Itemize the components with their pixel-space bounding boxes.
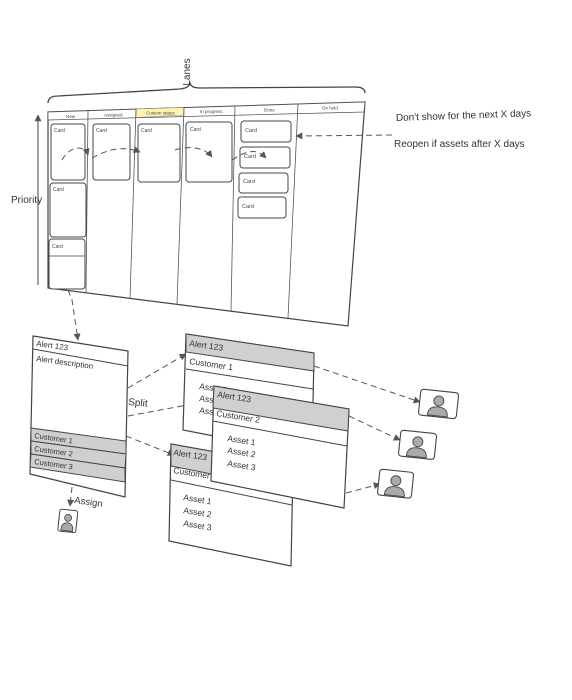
lanes-brace [47, 81, 366, 104]
user-icon [398, 429, 438, 460]
column-header-new: New [66, 114, 76, 119]
svg-text:Card: Card [244, 154, 256, 160]
column-header-custom-status: Custom status [146, 111, 176, 116]
column-header-on-hold: On hold [322, 106, 338, 111]
card[interactable]: Card [50, 123, 86, 181]
column-dividers [85, 103, 299, 319]
alert-card[interactable]: Alert 123 Alert description Customer 1 C… [29, 335, 129, 498]
split-alert-card-2[interactable]: Alert 123 Customer 2 Asset 1 Asset 2 Ass… [210, 385, 350, 509]
svg-text:Card: Card [242, 204, 254, 210]
card[interactable]: Card [239, 146, 291, 169]
svg-text:Card: Card [52, 244, 63, 250]
assignee-arrows [313, 365, 421, 494]
column-header-done: Done [264, 108, 275, 113]
lanes-label: Lanes [182, 58, 193, 85]
split-alert-3-asset-1: Asset 1 [183, 492, 213, 506]
split-label: Split [128, 397, 149, 410]
split-alert-2-asset-2: Asset 2 [227, 445, 257, 459]
user-icon [377, 468, 415, 499]
assign-label: Assign [74, 495, 104, 510]
assign-arrow [67, 486, 75, 507]
split-alert-2-asset-3: Asset 3 [227, 458, 257, 472]
column-headers: New Assigned Custom status In progress D… [66, 106, 338, 120]
svg-text:Card: Card [141, 128, 152, 134]
svg-text:Card: Card [53, 187, 64, 193]
split-alert-3-asset-2: Asset 2 [183, 505, 213, 519]
svg-text:Card: Card [96, 128, 107, 134]
svg-text:Card: Card [54, 128, 65, 134]
split-alert-2-asset-1: Asset 1 [227, 433, 257, 447]
card[interactable]: Card [49, 182, 87, 238]
note-reopen: Reopen if assets after X days [394, 139, 525, 150]
card[interactable]: Card [137, 123, 181, 183]
card[interactable]: Card [238, 172, 289, 194]
alert-title: Alert 123 [36, 339, 70, 352]
kanban-board: Lanes Priority New Assigned Custom statu… [11, 58, 532, 341]
user-icon [418, 388, 460, 420]
board-header [47, 101, 366, 121]
split-alert-3-asset-3: Asset 3 [183, 518, 213, 532]
priority-label: Priority [11, 195, 42, 206]
card[interactable]: Card [240, 120, 292, 143]
card[interactable]: Card [185, 121, 233, 183]
user-icon [57, 508, 79, 534]
svg-text:Card: Card [243, 179, 255, 185]
split-alert-1-title: Alert 123 [189, 338, 224, 353]
board-cards: Card Card Card Card Card Card [48, 120, 292, 290]
note-hide: Don't show for the next X days [396, 108, 532, 124]
svg-text:Card: Card [245, 128, 257, 134]
column-header-assigned: Assigned [104, 113, 123, 118]
card[interactable]: Card [48, 238, 86, 290]
card[interactable]: Card [92, 123, 131, 181]
card-flow-arrows [61, 132, 393, 341]
svg-text:Card: Card [190, 127, 201, 133]
card[interactable]: Card [237, 196, 287, 219]
column-header-in-progress: In progress [200, 109, 223, 114]
